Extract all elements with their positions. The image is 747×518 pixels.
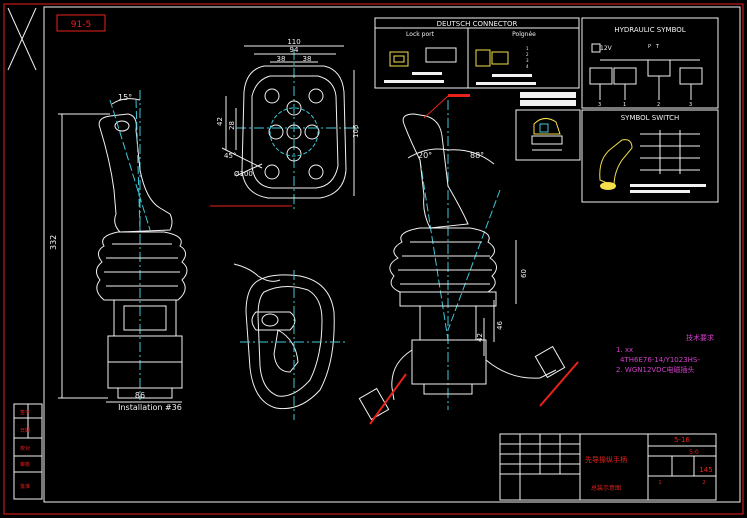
title-scale: 5:0	[689, 449, 699, 456]
notes-line-2: 4TH6E76-14/Y1023HS-	[620, 356, 700, 364]
pin-2: 2	[526, 52, 529, 57]
ref-box-text: 91-5	[71, 20, 91, 30]
dim-angle-15: 15°	[118, 93, 132, 102]
white-bar-2	[520, 100, 576, 106]
connector-right-label: Polgnée	[512, 31, 536, 38]
left-strip-table: 签字 日期 校对 审核 批准	[13, 403, 43, 500]
dim-half-right: 38	[303, 55, 312, 63]
pin-4: 4	[526, 64, 529, 69]
strip-label-5: 批准	[20, 483, 30, 490]
title-sub: 总装示意图	[591, 484, 621, 492]
installation-note: Installation #36	[118, 403, 182, 412]
notes-line-3: 2. WGN12VDC电磁插头	[616, 365, 694, 374]
connector-table: DEUTSCH CONNECTOR Lock port Polgnée 1 2 …	[374, 17, 580, 89]
sheet-mark-1: 1	[658, 480, 661, 486]
bport-4: 3	[689, 102, 692, 108]
dim-height-46: 46	[496, 321, 504, 330]
title-weight: 145	[699, 466, 712, 474]
dim-angle-88: 88°	[470, 151, 484, 160]
switch-symbol-panel: SYMBOL SWITCH	[581, 109, 719, 203]
dim-width-110: 110	[287, 38, 300, 46]
pin-3: 3	[526, 58, 529, 63]
port-p: P	[648, 44, 651, 50]
dim-half-left: 38	[277, 55, 286, 63]
dim-height-60: 60	[520, 269, 528, 278]
dim-right-106: 106	[352, 124, 360, 138]
top-view-flange: 110 94 38 38 42 28 106 45° Ø100	[210, 38, 360, 210]
notes-heading: 技术要求	[686, 333, 714, 342]
dim-left-28: 28	[228, 121, 236, 130]
strip-label-3: 校对	[20, 445, 30, 452]
hydraulic-symbol-panel: HYDRAULIC SYMBOL 12V P T 3 1 2 3	[581, 17, 719, 109]
notes-line-1: 1. xx	[616, 346, 633, 354]
strip-label-4: 审核	[20, 461, 30, 468]
hydraulic-title: HYDRAULIC SYMBOL	[614, 26, 685, 34]
pin-1: 1	[526, 46, 529, 51]
title-block: 先导操纵手柄 总装示意图 5-16 5:0 145 1 2	[499, 433, 717, 501]
sheet-mark-2: 2	[702, 480, 705, 486]
tech-notes: 技术要求 1. xx 4TH6E76-14/Y1023HS- 2. WGN12V…	[616, 333, 714, 374]
grip-top-view	[233, 263, 348, 420]
bport-3: 2	[657, 102, 660, 108]
strip-label-2: 日期	[20, 428, 30, 434]
hydraulic-voltage: 12V	[600, 45, 613, 52]
white-bar-1	[520, 92, 576, 98]
switch-title: SYMBOL SWITCH	[621, 114, 680, 122]
inner-frame	[43, 6, 741, 503]
port-t: T	[655, 44, 660, 50]
title-code: 5-16	[674, 436, 690, 444]
side-view-joystick: 332 15° 86 Installation #36	[49, 90, 188, 412]
connector-title: DEUTSCH CONNECTOR	[437, 20, 518, 28]
strip-label-1: 签字	[20, 409, 30, 416]
dim-width-94: 94	[290, 46, 299, 54]
ref-box	[56, 14, 106, 32]
dim-left-42: 42	[216, 117, 224, 126]
bport-1: 3	[598, 102, 601, 108]
bport-2: 1	[623, 102, 626, 108]
front-view-joystick: 20° 88° 60 46 42	[358, 94, 579, 425]
title-name: 先导操纵手柄	[585, 455, 627, 464]
dim-angle-20: 20°	[418, 151, 432, 160]
corner-line-2	[7, 7, 37, 71]
dim-height-332: 332	[49, 235, 58, 250]
outer-frame	[3, 3, 744, 515]
dim-height-42: 42	[476, 333, 484, 342]
dim-hole: Ø100	[234, 170, 253, 178]
detail-box	[515, 109, 581, 161]
dim-base-86: 86	[135, 391, 145, 400]
dim-angle-45: 45°	[224, 152, 236, 160]
connector-left-label: Lock port	[406, 31, 435, 38]
red-leader-bar	[448, 94, 470, 97]
